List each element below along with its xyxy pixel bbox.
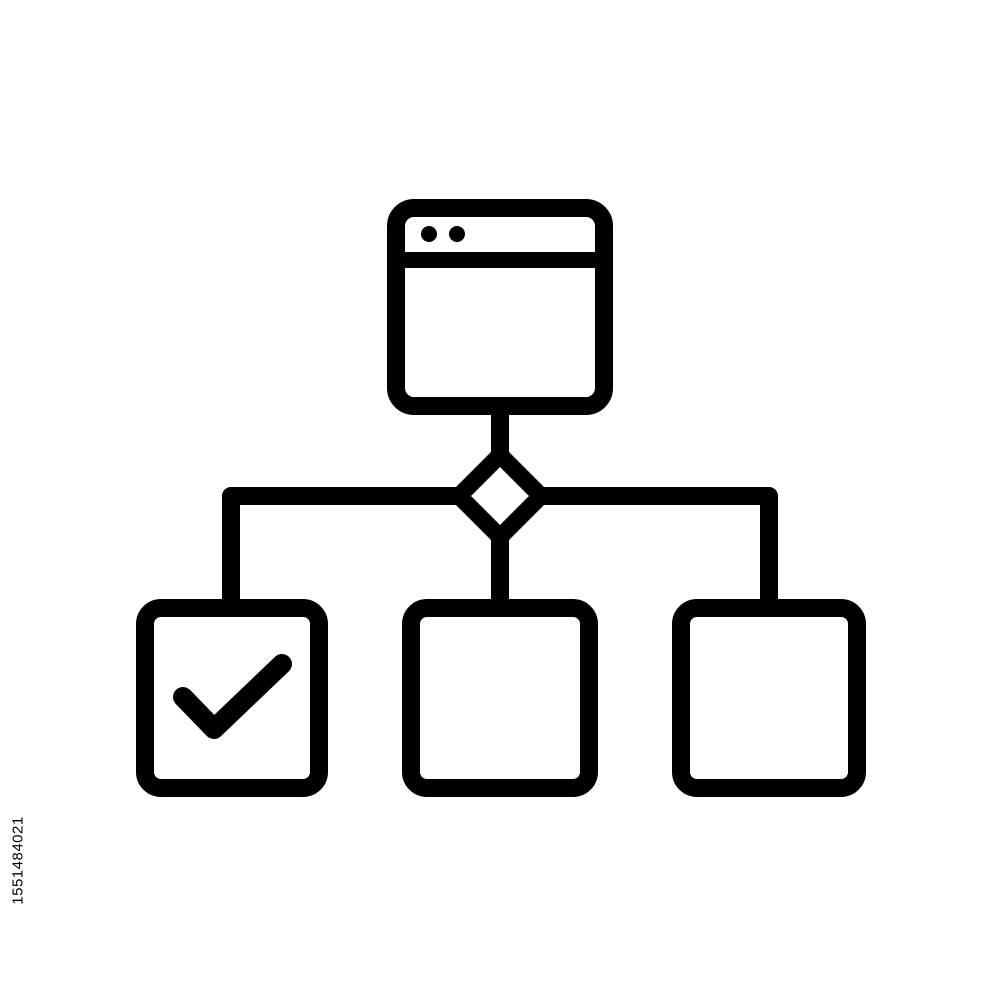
checkmark-icon	[173, 654, 292, 739]
browser-window-icon	[387, 199, 613, 415]
checked-box-icon	[136, 599, 328, 797]
empty-box-icon	[402, 599, 598, 797]
left-node-frame	[136, 599, 328, 797]
image-id-watermark: 1551484021	[4, 760, 32, 960]
empty-box-icon	[672, 599, 866, 797]
decision-diamond-icon	[450, 446, 550, 546]
image-id-text: 1551484021	[9, 815, 27, 905]
browser-dot-icon	[421, 226, 437, 242]
browser-dot-icon	[449, 226, 465, 242]
top-node-frame	[387, 199, 613, 415]
connector-horizontal-branch	[222, 487, 778, 611]
connector-lines	[222, 397, 778, 611]
